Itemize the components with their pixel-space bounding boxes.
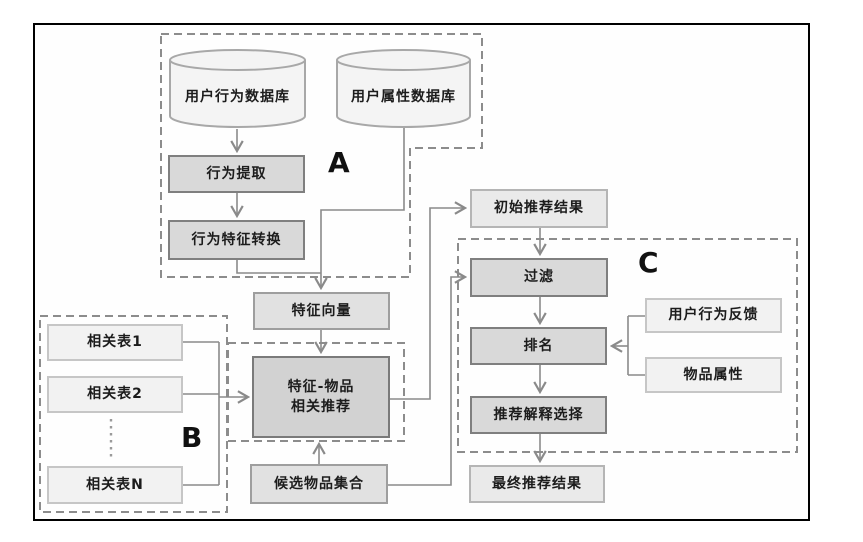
edge-feedback-itemattr-join [627, 315, 645, 376]
node-filter: 过滤 [470, 258, 608, 297]
node-candidate-item-set: 候选物品集合 [250, 464, 388, 504]
region-b-label: B [181, 421, 203, 454]
edge-candidate-to-filter [388, 277, 465, 486]
node-initial-result: 初始推荐结果 [470, 189, 608, 228]
edge-attrdb-to-featurevector [321, 128, 405, 288]
edge-reltables-bus [183, 341, 220, 486]
edge-transform-to-featurevector [236, 260, 321, 274]
region-a-outline [160, 33, 483, 278]
node-user-feedback: 用户行为反馈 [645, 298, 782, 333]
cylinder-shape [169, 49, 306, 128]
node-feature-item-recommend: 特征-物品 相关推荐 [252, 356, 390, 438]
node-behavior-transform: 行为特征转换 [168, 220, 305, 260]
region-c-label: C [638, 246, 659, 279]
region-c-outline [457, 238, 798, 453]
node-label-line1: 特征-物品 [287, 378, 355, 395]
node-behavior-extract: 行为提取 [168, 155, 305, 193]
cylinder-shape [336, 49, 471, 128]
node-rank: 排名 [470, 327, 607, 365]
node-final-result: 最终推荐结果 [469, 465, 605, 503]
region-a-label: A [328, 146, 350, 179]
node-item-attributes: 物品属性 [645, 357, 782, 393]
region-b-outline [39, 315, 228, 513]
node-user-attr-db: 用户属性数据库 [335, 48, 472, 129]
node-related-table-1: 相关表1 [47, 324, 183, 361]
node-related-table-n: 相关表N [47, 466, 183, 504]
node-explain-select: 推荐解释选择 [470, 396, 607, 434]
edge-featureitem-to-initialresult [390, 208, 465, 400]
node-user-behavior-db: 用户行为数据库 [168, 48, 307, 129]
node-label: 用户行为数据库 [185, 88, 290, 105]
node-related-table-2: 相关表2 [47, 376, 183, 413]
node-feature-vector: 特征向量 [253, 292, 390, 330]
node-label-line2: 相关推荐 [291, 399, 351, 415]
node-label: 用户属性数据库 [351, 88, 456, 105]
region-feature-item-outline [227, 342, 405, 442]
